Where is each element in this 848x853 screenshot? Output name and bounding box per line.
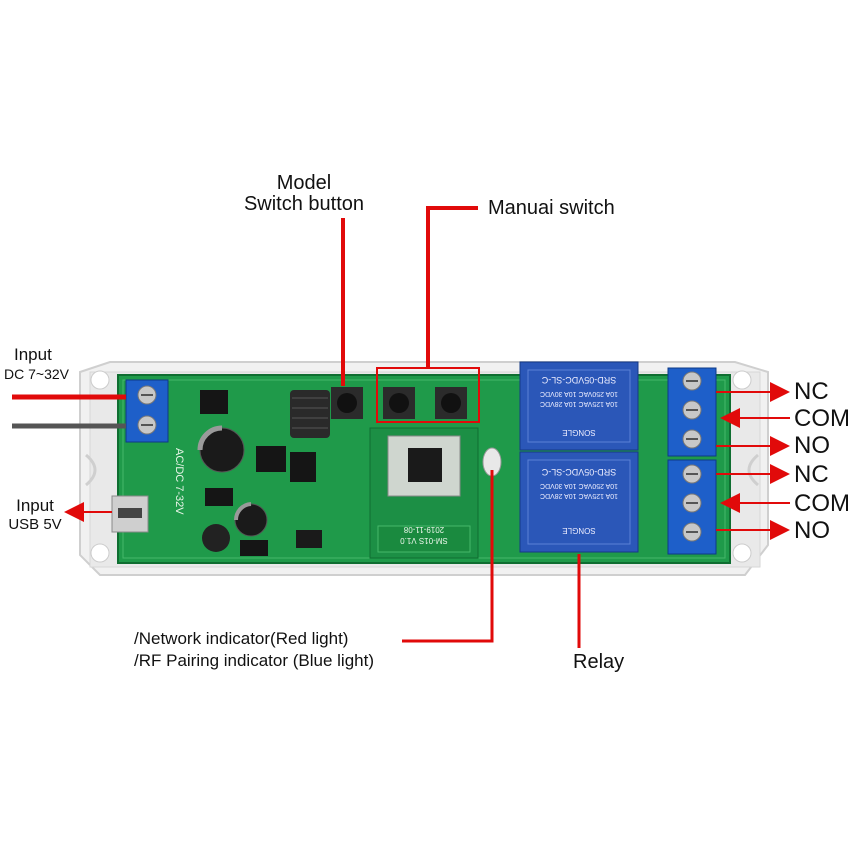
capacitors (197, 425, 268, 552)
indicator-line2: /RF Pairing indicator (Blue light) (134, 650, 374, 670)
model-label-line1: Model (276, 172, 332, 194)
input-usb-line2: USB 5V (8, 515, 62, 533)
pcb-acdc-text: AC/DC 7-32V (173, 448, 185, 515)
relay-1-model-text: SRD-05VDC-SL-C (541, 375, 616, 385)
relay-2-rating-1: 10A 250VAC 10A 30VDC (540, 482, 618, 489)
indicator-label: /Network indicator(Red light) /RF Pairin… (134, 630, 374, 670)
relay-1-rating-2: 10A 125VAC 10A 28VDC (540, 400, 618, 407)
model-label-line2: Switch button (243, 193, 365, 215)
relay2-nc-label: NC (794, 461, 829, 488)
relay1-nc-label: NC (794, 378, 829, 405)
usb-port (111, 495, 149, 533)
relay1-no-label: NO (794, 432, 830, 459)
manual-switch-label: Manuai switch (488, 197, 615, 219)
indicator-pointer (402, 470, 494, 643)
input-wires (12, 394, 126, 429)
input-terminal-block (125, 379, 169, 443)
relay2-no-label: NO (794, 517, 830, 544)
indicator-line1: /Network indicator(Red light) (134, 629, 349, 648)
input-dc-line2: DC 7~32V (4, 365, 69, 382)
input-dc-label: Input DC 7~32V (4, 346, 69, 382)
input-usb-label: Input USB 5V (0, 497, 70, 533)
relay-2 (519, 451, 639, 553)
ic-chips (200, 390, 322, 556)
relay-1-rating-1: 10A 250VAC 10A 30VDC (540, 390, 618, 397)
relay-label: Relay (573, 651, 625, 673)
wifi-module (369, 427, 479, 559)
input-usb-line1: Input (16, 496, 54, 515)
relay-2-model-text: SRD-05VDC-SL-C (541, 467, 616, 477)
model-label: Model Switch button (234, 173, 374, 215)
module-id-text: SM-01S V1.0 (400, 536, 448, 545)
relay-2-brand: SONGLE (562, 526, 595, 535)
relay-1 (519, 361, 639, 451)
input-dc-line1: Input (14, 345, 52, 364)
output-terminal-block-1 (667, 367, 717, 457)
relay-1-brand: SONGLE (562, 428, 595, 437)
tactile-buttons (331, 387, 467, 419)
manual-switch-pointer (426, 206, 478, 368)
relay1-com-label: COM (794, 405, 848, 432)
module-date-text: 2019-11-08 (403, 525, 444, 534)
output-terminal-block-2 (667, 459, 717, 555)
callout-lines (64, 206, 790, 648)
relay-2-rating-2: 10A 125VAC 10A 28VDC (540, 492, 618, 499)
rf-coil (290, 390, 330, 438)
relay2-com-label: COM (794, 490, 848, 517)
